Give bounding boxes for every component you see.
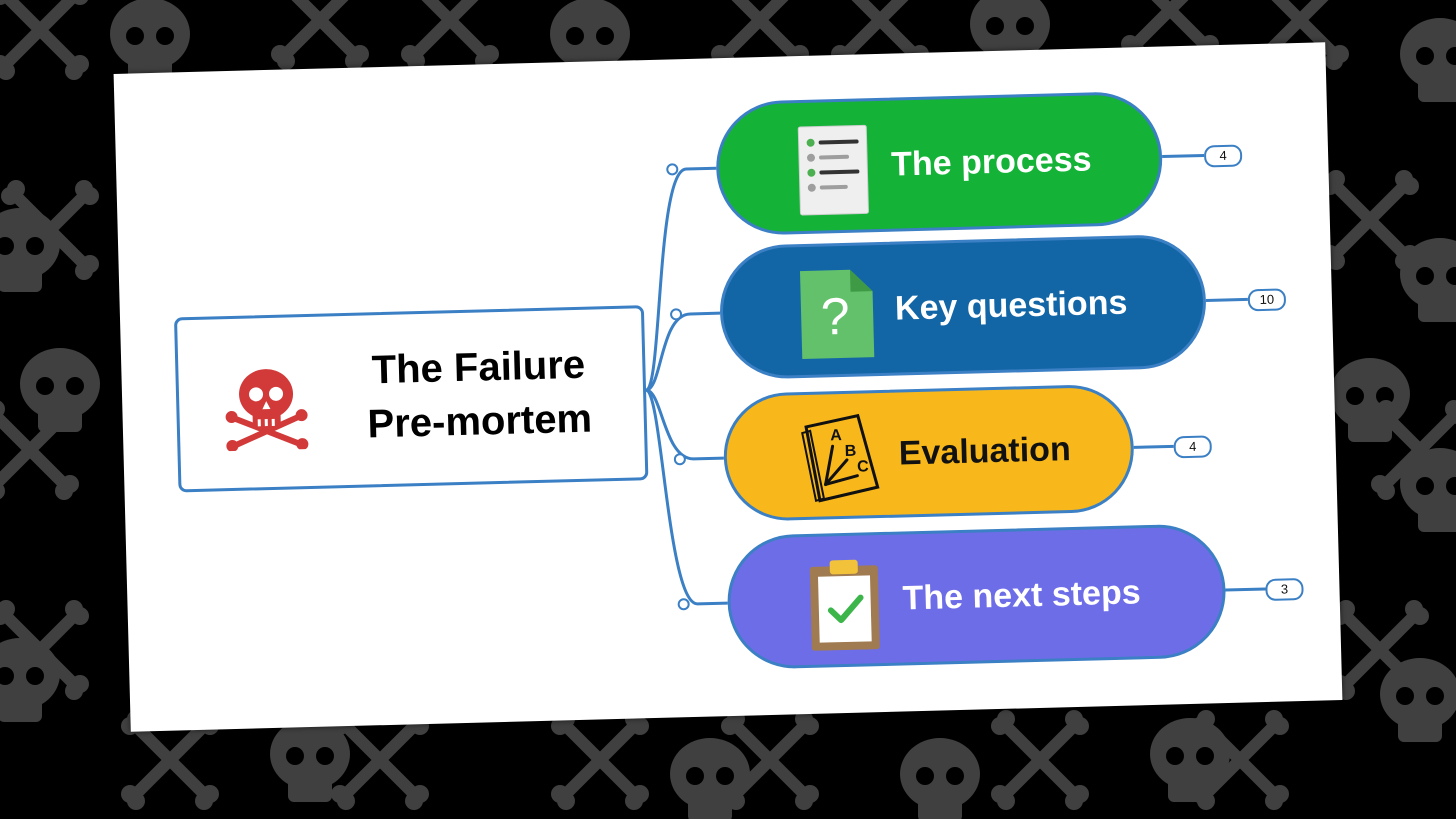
svg-text:B: B — [845, 443, 857, 460]
topic-label: Key questions — [894, 283, 1128, 328]
connector-badge-evaluation — [1133, 444, 1174, 449]
svg-text:A: A — [830, 427, 842, 444]
list-document-icon — [797, 124, 869, 216]
central-topic[interactable]: The Failure Pre-mortem — [173, 305, 649, 493]
connector-badge-next-steps — [1225, 587, 1266, 592]
svg-text:C: C — [857, 458, 869, 475]
topic-label: The process — [890, 139, 1092, 184]
subtopic-count-badge[interactable]: 4 — [1203, 144, 1243, 168]
central-title-line-1: The Failure — [371, 342, 586, 393]
topic-label: Evaluation — [898, 429, 1072, 473]
topic-label: The next steps — [902, 572, 1142, 617]
subtopic-count-badge[interactable]: 3 — [1265, 578, 1304, 601]
central-title-line-2: Pre-mortem — [367, 396, 593, 447]
skull-crossbones-icon — [225, 369, 309, 452]
connector-evaluation — [645, 388, 724, 461]
central-topic-title: The Failure Pre-mortem — [328, 337, 631, 453]
connector-badge-questions — [1205, 297, 1248, 302]
connector-key-questions — [645, 311, 721, 392]
abc-chart-icon: ABC — [801, 413, 880, 503]
clipboard-check-icon — [809, 559, 880, 651]
mind-map-connectors — [644, 153, 1266, 611]
question-document-icon: ? — [799, 269, 875, 360]
connector-badge-process — [1162, 153, 1205, 159]
collapse-handle[interactable] — [677, 598, 690, 611]
topic-key-questions[interactable]: ? Key questions — [718, 233, 1208, 381]
topic-the-next-steps[interactable]: The next steps — [725, 523, 1228, 671]
collapse-handle[interactable] — [666, 163, 679, 176]
subtopic-count-badge[interactable]: 4 — [1173, 435, 1213, 459]
collapse-handle[interactable] — [673, 453, 686, 466]
subtopic-count-badge[interactable]: 10 — [1247, 288, 1287, 312]
collapse-handle[interactable] — [670, 308, 683, 321]
topic-the-process[interactable]: The process — [714, 90, 1164, 237]
svg-text:?: ? — [820, 288, 850, 347]
mind-map-canvas: The Failure Pre-mortem The process 4 ? K… — [113, 42, 1343, 732]
connector-next-steps — [644, 388, 728, 606]
connector-process — [644, 166, 717, 392]
